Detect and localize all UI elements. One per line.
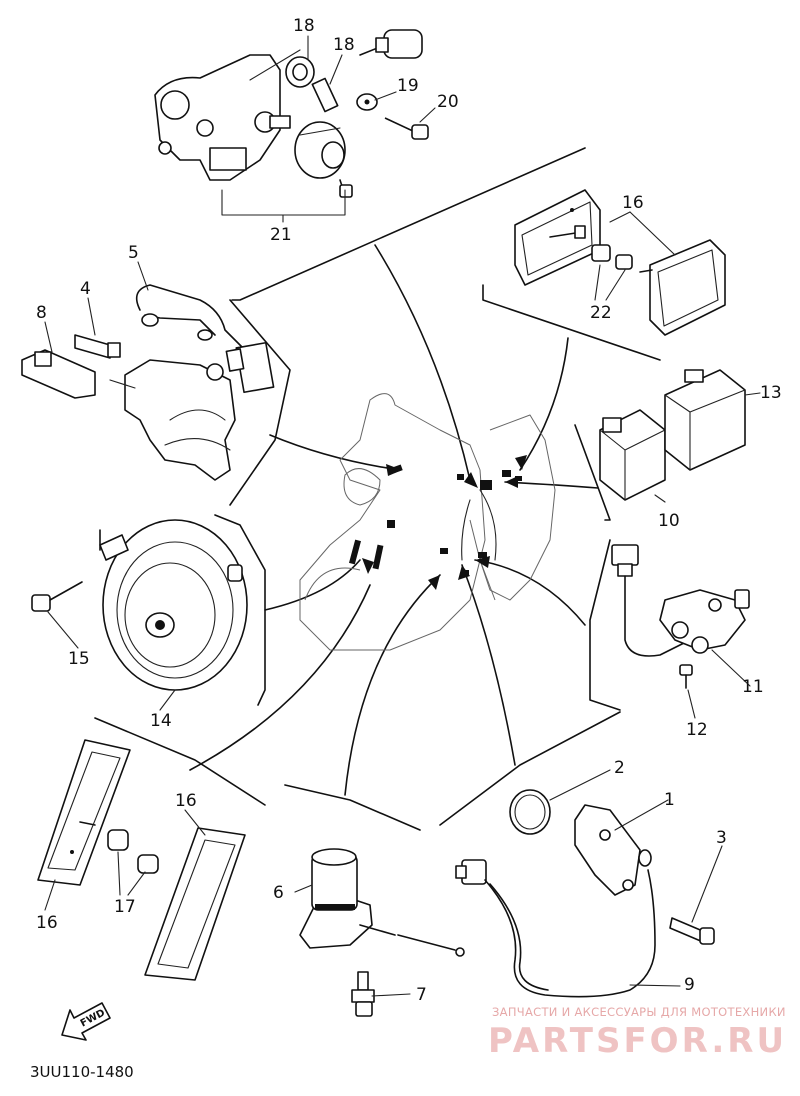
callout-12: 12 xyxy=(686,720,708,740)
callout-19: 18 xyxy=(293,16,315,36)
collar-19-part xyxy=(285,56,315,88)
relay-13-part xyxy=(664,369,746,471)
callout-3: 3 xyxy=(716,828,727,848)
callout-13: 13 xyxy=(760,383,782,403)
section-dividers xyxy=(94,147,661,831)
callout-7: 7 xyxy=(416,985,427,1005)
wire-harness-5-part xyxy=(135,284,275,394)
callout-10: 10 xyxy=(658,511,680,531)
nut-18-top-part xyxy=(591,244,633,270)
rotor-part xyxy=(294,121,353,198)
callout-22: 20 xyxy=(437,92,459,112)
callout-leaders xyxy=(44,35,761,997)
callout-1: 1 xyxy=(664,790,675,810)
o-ring-2-part xyxy=(509,789,551,835)
callout-15: 15 xyxy=(68,649,90,669)
thermostat-housing-part xyxy=(124,359,236,481)
chassis-silhouette xyxy=(299,393,556,651)
callout-20: 18 xyxy=(333,35,355,55)
oil-switch-6-part xyxy=(299,848,465,957)
watermark-brand: PARTSFOR.RU xyxy=(488,1021,787,1061)
nut-18-bottom-part xyxy=(107,829,159,874)
gear-sensor-1-part xyxy=(574,804,652,896)
callout-5: 5 xyxy=(128,243,139,263)
callout-21: 19 xyxy=(397,76,419,96)
callout-labels: 18 18 19 20 21 16 22 5 4 8 13 10 11 12 1… xyxy=(36,16,782,1005)
bolt-15-part xyxy=(31,581,83,612)
callout-17: 16 xyxy=(622,193,644,213)
bolt-22-part xyxy=(384,117,429,140)
reflector-16-right-part xyxy=(144,827,246,981)
bolt-7-part xyxy=(351,971,375,1017)
callout-23: 21 xyxy=(270,225,292,245)
washer-21-part xyxy=(356,93,378,111)
callout-16-right: 16 xyxy=(175,791,197,811)
callout-16-left: 16 xyxy=(36,913,58,933)
connector-11-part xyxy=(611,544,691,657)
switch-4-part xyxy=(74,334,121,359)
drawing-code: 3UU110-1480 xyxy=(30,1063,134,1081)
horn-14-part xyxy=(99,519,248,691)
callout-4: 4 xyxy=(80,279,91,299)
pin-20-part xyxy=(311,77,339,113)
sensor-assembly-part xyxy=(154,49,301,181)
callout-6: 6 xyxy=(273,883,284,903)
fwd-arrow-icon: FWD xyxy=(61,1002,111,1041)
lead-wire-9-part xyxy=(455,859,656,998)
callout-14: 14 xyxy=(150,711,172,731)
switch-8-part xyxy=(21,349,136,399)
reflector-17-right-part xyxy=(639,239,726,336)
relay-10-part xyxy=(599,409,666,501)
screw-12-part xyxy=(679,664,693,689)
watermark-tagline: ЗАПЧАСТИ И АКСЕССУАРЫ ДЛЯ МОТОТЕХНИКИ xyxy=(492,1005,786,1019)
watermark: ЗАПЧАСТИ И АКСЕССУАРЫ ДЛЯ МОТОТЕХНИКИ PA… xyxy=(488,1005,787,1061)
callout-18-bottom: 17 xyxy=(114,897,136,917)
callout-2: 2 xyxy=(614,758,625,778)
callout-9: 9 xyxy=(684,975,695,995)
reflector-16-left-part xyxy=(37,739,131,886)
callout-8: 8 xyxy=(36,303,47,323)
sensor-11-part xyxy=(659,589,750,654)
reflector-17-left-part xyxy=(514,189,601,286)
callout-11: 11 xyxy=(742,677,764,697)
arrow-heads xyxy=(362,455,527,590)
bolt-3-part xyxy=(669,917,715,945)
callout-18-top: 22 xyxy=(590,303,612,323)
cable-connector-part xyxy=(359,29,423,59)
